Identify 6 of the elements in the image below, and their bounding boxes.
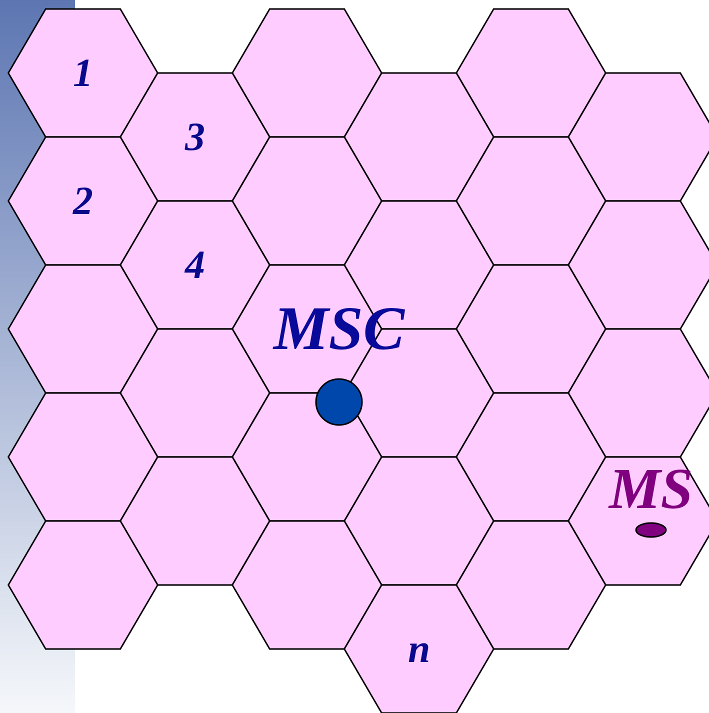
cell-number: 4 (185, 245, 205, 285)
cell-number: 2 (73, 181, 93, 221)
cell-number: 1 (73, 53, 93, 93)
cell-number: n (408, 629, 430, 669)
cell-number: 3 (185, 117, 205, 157)
station-label: MS (609, 460, 693, 518)
